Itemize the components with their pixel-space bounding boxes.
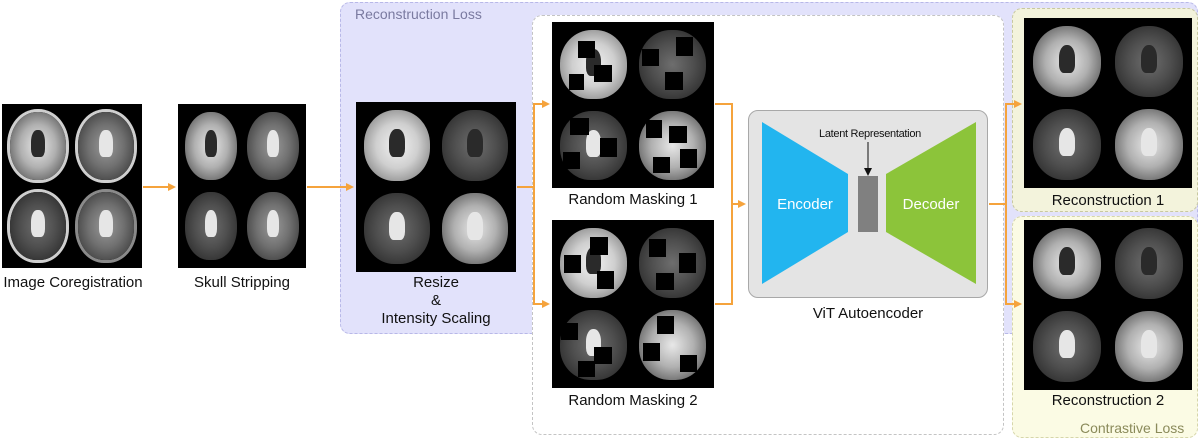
vit-autoencoder-label: ViT Autoencoder	[812, 305, 924, 322]
arrow-masking2-to-vit	[715, 204, 733, 305]
random-masking-1-label: Random Masking 1	[568, 191, 698, 208]
arrow-vit-to-recon2	[1005, 204, 1022, 308]
vit-autoencoder-graphic	[762, 122, 976, 284]
random-masking-2-panel	[552, 220, 714, 388]
reconstruction-loss-label: Reconstruction Loss	[355, 6, 482, 22]
reconstruction-1-label: Reconstruction 1	[1051, 192, 1165, 209]
resize-label-line1: Resize	[413, 274, 459, 291]
random-masking-2-label: Random Masking 2	[568, 392, 698, 409]
skull-stripping-image-panel	[178, 104, 306, 268]
arrow-vit-to-recon1	[989, 100, 1022, 205]
arrow-resize-to-masking2	[533, 187, 550, 308]
resize-image-panel	[356, 102, 516, 272]
decoder-label: Decoder	[902, 196, 960, 213]
coregistration-label: Image Coregistration	[3, 274, 143, 291]
reconstruction-2-panel	[1024, 220, 1192, 390]
latent-representation-bar	[858, 176, 878, 232]
reconstruction-2-label: Reconstruction 2	[1051, 392, 1165, 409]
contrastive-loss-label: Contrastive Loss	[1080, 420, 1185, 436]
random-masking-1-panel	[552, 22, 714, 188]
arrow-resize-to-masking1	[517, 100, 550, 188]
skull-stripping-label: Skull Stripping	[194, 274, 290, 291]
latent-representation-label: Latent Representation	[819, 128, 921, 140]
reconstruction-1-panel	[1024, 18, 1192, 188]
encoder-label: Encoder	[777, 196, 833, 213]
latent-pointer-arrowhead	[864, 168, 872, 176]
arrow-masking1-to-vit	[715, 103, 746, 208]
decoder-shape	[886, 122, 976, 284]
encoder-shape	[762, 122, 848, 284]
resize-label-line3: Intensity Scaling	[381, 310, 491, 327]
coregistration-image-panel	[2, 104, 142, 268]
resize-label-line2: &	[430, 292, 441, 309]
